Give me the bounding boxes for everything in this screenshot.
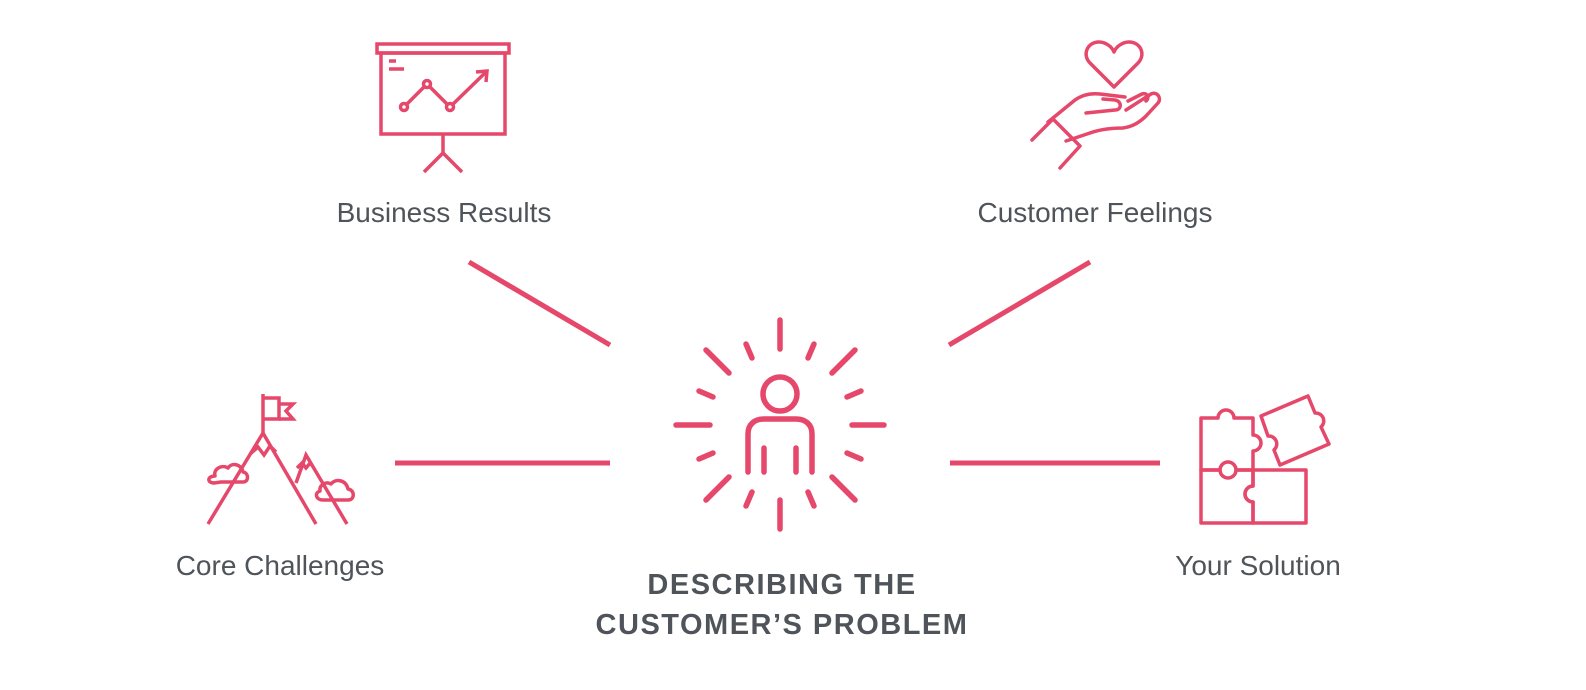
puzzle-pieces-icon <box>1199 394 1331 525</box>
center-title-line1: DESCRIBING THE <box>647 569 917 601</box>
connector-customer-feelings <box>947 259 1092 348</box>
center-title: DESCRIBING THE CUSTOMER’S PROBLEM <box>596 565 969 645</box>
presentation-chart-icon <box>375 42 511 174</box>
mountain-flag-icon <box>206 394 355 525</box>
connector-business-results <box>467 259 612 348</box>
node-label-your-solution: Your Solution <box>1175 550 1341 581</box>
node-label-customer-feelings: Customer Feelings <box>977 197 1213 228</box>
center-title-line2: CUSTOMER’S PROBLEM <box>595 609 969 641</box>
heart-hand-icon <box>1030 40 1162 170</box>
person-radiating-icon <box>673 317 887 532</box>
node-label-business-results: Business Results <box>336 197 552 228</box>
node-label-core-challenges: Core Challenges <box>175 550 385 581</box>
